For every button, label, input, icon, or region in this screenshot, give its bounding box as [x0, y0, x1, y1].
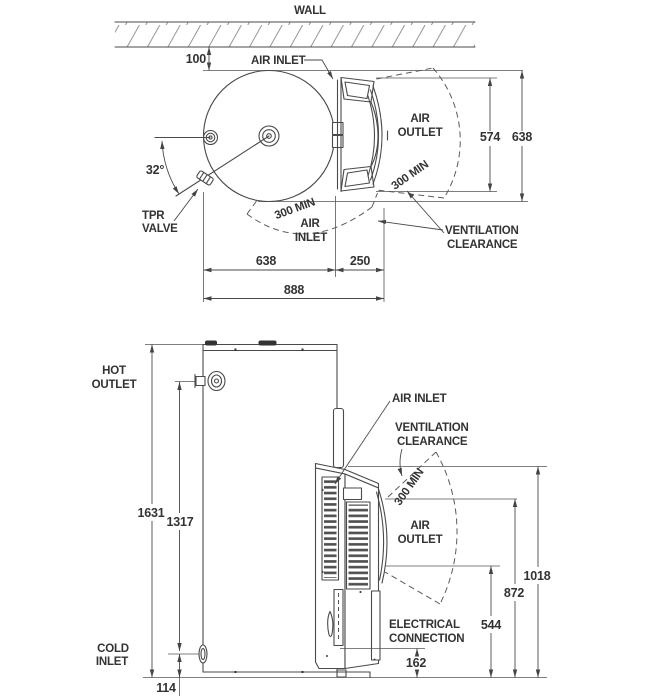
- dim-574-label: 574: [480, 130, 501, 144]
- ventilation-leader-2: [406, 190, 445, 234]
- wall: [114, 21, 476, 48]
- tpr-label-line2: VALVE: [142, 223, 178, 235]
- tank-center-fitting: [258, 125, 280, 147]
- unit-fan-shroud-outer: [377, 488, 388, 584]
- air-inlet-bottom-line1: AIR: [300, 218, 320, 230]
- dim-1631-label: 1631: [137, 506, 164, 520]
- wall-hatching: [115, 22, 475, 47]
- ventilation-leader-1: [377, 219, 444, 231]
- dim-114-label: 114: [156, 681, 176, 695]
- air-inlet-leader: [304, 59, 334, 80]
- unit-foot: [336, 669, 347, 678]
- dim-100-label: 100: [186, 52, 207, 66]
- ventilation-label-line1: VENTILATION: [445, 225, 519, 237]
- hot-outlet-label-line1: HOT: [102, 365, 126, 377]
- dim-872-label: 872: [504, 586, 525, 600]
- dim-638v-label: 638: [512, 130, 533, 144]
- dim-1317-label: 1317: [166, 515, 193, 529]
- dim-888-label: 888: [284, 283, 305, 297]
- side-ventilation-label-line2: CLEARANCE: [397, 436, 468, 448]
- wall-label: WALL: [294, 5, 326, 17]
- dim-544-label: 544: [481, 618, 502, 632]
- dim-250-label: 250: [350, 254, 371, 268]
- air-inlet-top-label: AIR INLET: [251, 55, 306, 67]
- clearance-300-right-label: 300 MIN: [390, 159, 431, 193]
- dim-1018-label: 1018: [523, 569, 550, 583]
- heat-pump-unit-side: [314, 462, 388, 678]
- side-ventilation-leader: [397, 448, 403, 477]
- unit-drain-tube: [327, 610, 334, 638]
- side-air-inlet-leader: [334, 400, 391, 485]
- angle-arc: [160, 140, 180, 195]
- tank-left-fitting: [202, 129, 219, 146]
- cold-inlet-label-line2: INLET: [96, 656, 128, 668]
- cold-inlet-fitting: [198, 644, 208, 664]
- tpr-leader: [173, 188, 199, 222]
- cold-inlet-label-line1: COLD: [97, 643, 129, 655]
- air-inlet-pipe: [332, 407, 345, 469]
- tpr-label-line1: TPR: [142, 210, 165, 222]
- side-air-outlet-label-line1: AIR: [410, 520, 430, 532]
- hot-outlet-label-line2: OUTLET: [92, 379, 137, 391]
- air-inlet-clearance-arc: [246, 192, 378, 235]
- side-ventilation-label-line1: VENTILATION: [395, 422, 469, 434]
- dim-162-label: 162: [406, 656, 427, 670]
- side-clearance-arc: [384, 451, 458, 605]
- side-air-inlet-label: AIR INLET: [392, 393, 447, 405]
- side-view: HOT OUTLET COLD INLET 1631 1317 114 AIR …: [92, 340, 551, 696]
- tank-top-fitting-2: [258, 340, 277, 346]
- air-outlet-label-line2: OUTLET: [398, 127, 443, 139]
- angle-32-label: 32°: [146, 163, 165, 177]
- side-air-outlet-label-line2: OUTLET: [398, 534, 443, 546]
- unit-lower-panel: [370, 590, 381, 661]
- hot-outlet-fitting: [194, 370, 226, 392]
- tpr-axis-line: [175, 135, 270, 197]
- tpr-valve-symbol: [196, 170, 214, 186]
- electrical-label-line1: ELECTRICAL: [389, 619, 460, 631]
- ventilation-label-line2: CLEARANCE: [447, 239, 518, 251]
- fan-shroud-outer-arc: [372, 85, 383, 185]
- tank-base: [202, 671, 371, 679]
- tank-side-outline: [202, 343, 338, 673]
- electrical-label-line2: CONNECTION: [389, 633, 464, 645]
- tank-top-fitting-1: [205, 340, 217, 346]
- dim-638h-label: 638: [256, 254, 277, 268]
- top-view: WALL 100 AIR INLET AIR OUTLET 574 638 30…: [114, 5, 533, 302]
- air-inlet-bottom-line2: INLET: [295, 232, 327, 244]
- fan-unit-plan: [331, 76, 389, 193]
- unit-badge: [342, 487, 363, 501]
- air-outlet-label-line1: AIR: [410, 113, 430, 125]
